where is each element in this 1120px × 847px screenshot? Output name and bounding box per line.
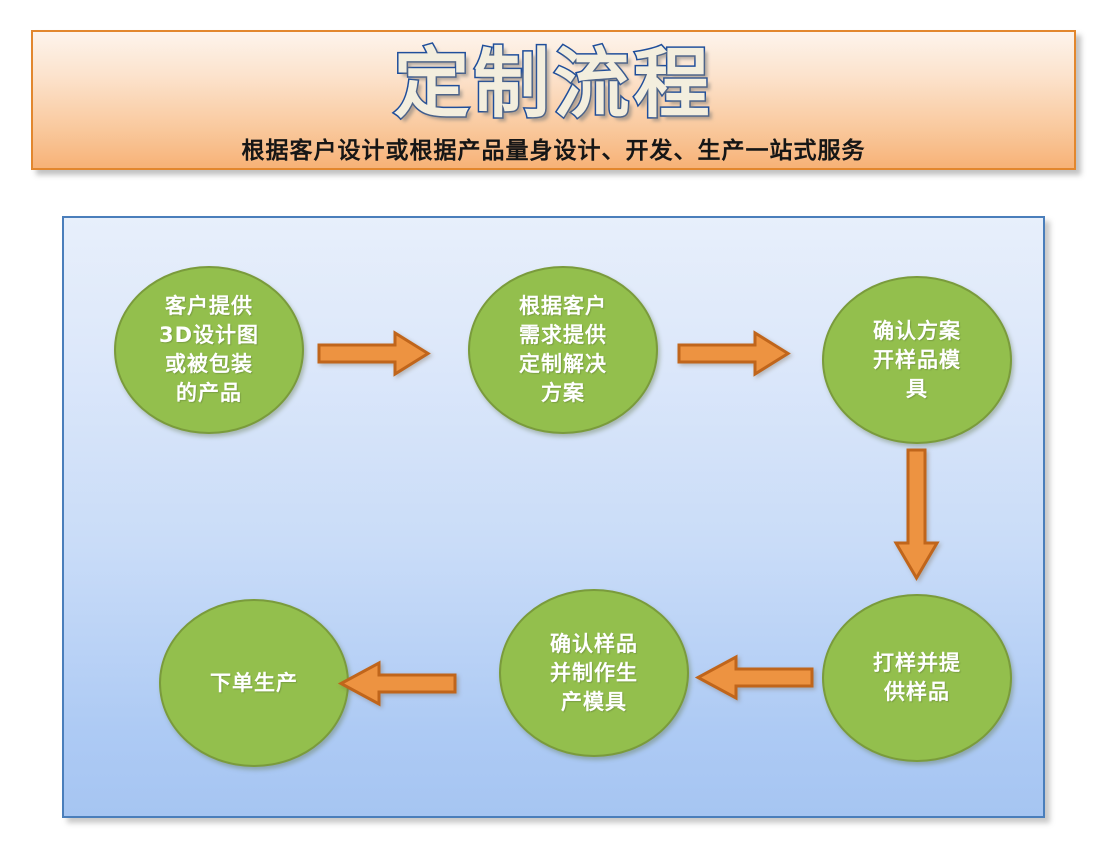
flow-node-label: 根据客户 需求提供 定制解决 方案 — [519, 294, 607, 405]
page-subtitle: 根据客户设计或根据产品量身设计、开发、生产一站式服务 — [241, 138, 866, 164]
flow-arrow-right-2 — [677, 330, 791, 377]
arrow-down-icon — [893, 448, 940, 581]
flow-node-label: 确认样品 并制作生 产模具 — [550, 631, 638, 714]
flow-node-label: 打样并提 供样品 — [873, 651, 961, 704]
flow-arrow-left-1 — [694, 654, 814, 701]
flow-node-step-4[interactable]: 打样并提 供样品 — [822, 594, 1012, 762]
arrow-left-icon — [337, 660, 457, 707]
arrow-right-icon — [677, 330, 791, 377]
flow-arrow-right-1 — [317, 330, 431, 377]
flowchart-panel: 客户提供 3D设计图 或被包装 的产品 根据客户 需求提供 定制解决 方案 确认… — [62, 216, 1045, 818]
flow-node-step-3[interactable]: 确认方案 开样品模 具 — [822, 276, 1012, 444]
flow-node-step-5[interactable]: 确认样品 并制作生 产模具 — [499, 589, 689, 757]
flow-node-step-1[interactable]: 客户提供 3D设计图 或被包装 的产品 — [114, 266, 304, 434]
flow-node-label: 确认方案 开样品模 具 — [873, 318, 961, 401]
flow-arrow-left-2 — [337, 660, 457, 707]
flow-node-step-2[interactable]: 根据客户 需求提供 定制解决 方案 — [468, 266, 658, 434]
arrow-right-icon — [317, 330, 431, 377]
page-title: 定制流程 — [392, 38, 714, 130]
flow-node-label: 客户提供 3D设计图 或被包装 的产品 — [158, 294, 260, 405]
flow-arrow-down-1 — [893, 448, 940, 581]
header-banner: 定制流程 根据客户设计或根据产品量身设计、开发、生产一站式服务 — [31, 30, 1076, 170]
flow-node-label: 下单生产 — [210, 670, 298, 695]
arrow-left-icon — [694, 654, 814, 701]
flow-node-step-6[interactable]: 下单生产 — [159, 599, 349, 767]
